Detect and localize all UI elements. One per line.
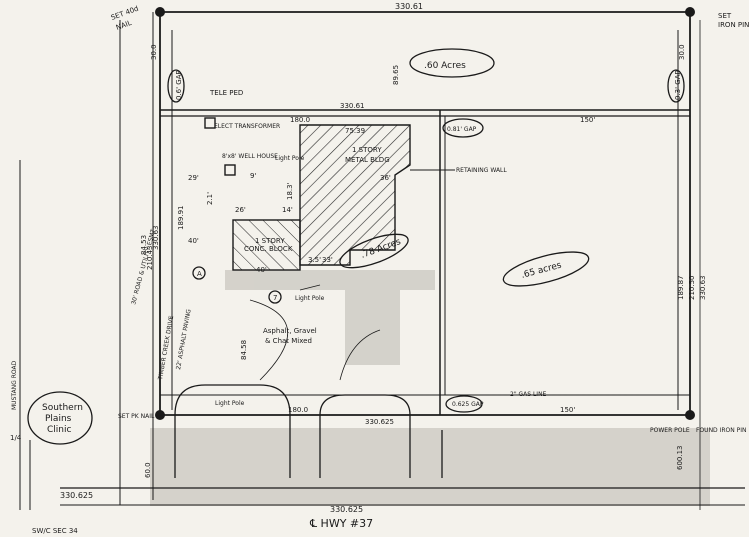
dim-89: 89.65	[392, 65, 400, 85]
circle-a-label: A	[197, 270, 202, 278]
circle-7	[268, 290, 282, 304]
bottom-330-mid: 330.625	[365, 418, 394, 426]
transformer-label: ELECT TRANSFORMER	[214, 123, 280, 130]
parking-strip	[225, 270, 435, 290]
pavement-areas	[150, 270, 710, 506]
metal-building	[299, 124, 411, 266]
transformer-box	[204, 117, 216, 129]
gap-mid: 0.81' GAP	[447, 126, 477, 133]
circle-7-label: 7	[273, 294, 277, 302]
monument-nw	[155, 7, 165, 17]
pk-nail-label: SET PK NAIL	[118, 413, 155, 420]
gap-tr: 0.3' GAP	[674, 70, 682, 100]
mid-dimension: 330.61	[340, 102, 365, 110]
dim-26: 26'	[235, 206, 246, 214]
acres-top: .60 Acres	[424, 61, 466, 71]
annotation-bubbles	[27, 48, 685, 445]
section-corner: SW/C SEC 34	[32, 527, 78, 535]
retaining-wall-label: RETAINING WALL	[456, 167, 507, 174]
dim-3: 3.5'	[308, 256, 321, 264]
dim-29: 29'	[188, 174, 199, 182]
building-width: 75.39	[345, 127, 365, 135]
clinic-label-3: Clinic	[47, 425, 71, 435]
dim-150-bottom: 150'	[560, 406, 575, 414]
well-house	[224, 164, 236, 176]
monument-ne	[685, 7, 695, 17]
tele-ped: TELE PED	[209, 89, 243, 97]
right-189: 189.87	[677, 276, 685, 301]
monuments	[155, 7, 695, 420]
dim-180-top: 180.0	[290, 116, 310, 124]
bubble-gap-tr	[667, 69, 685, 103]
bubble-gap-bot	[445, 395, 483, 413]
misc-lines	[249, 169, 640, 396]
bubble-acres-mid	[339, 233, 409, 269]
dim-18: 18.3'	[286, 182, 294, 200]
gap-tl: 0.6' GAP	[175, 70, 183, 100]
conc-label-1: 1 STORY	[255, 237, 285, 245]
iron-pin-label-2: IRON PIN	[718, 21, 749, 29]
asphalt-patch	[345, 285, 400, 365]
section-label: 1/4	[10, 434, 22, 442]
dim-30-right: 30.0	[678, 44, 686, 60]
conc-label-2: CONC. BLOCK	[244, 245, 293, 253]
dim-189: 189.91	[177, 206, 185, 231]
found-iron-pin: FOUND IRON PIN	[696, 427, 747, 434]
monument-se	[685, 410, 695, 420]
power-pole-label: POWER POLE	[650, 427, 690, 434]
bubble-acres-top	[409, 48, 495, 78]
well-house-label: 8'x8' WELL HOUSE	[222, 153, 278, 160]
bubble-clinic	[27, 391, 93, 445]
gas-line-label: 2" GAS LINE	[510, 391, 547, 398]
dim-180-bottom: 180.0	[288, 406, 308, 414]
dim-84: 84.58	[240, 340, 248, 360]
bubble-gap-mid	[442, 118, 484, 138]
bubble-gap-tl	[167, 69, 185, 103]
highway-label: ℄ HWY #37	[309, 517, 373, 530]
top-dimension: 330.61	[395, 2, 423, 11]
asphalt-label-2: & Chat Mixed	[265, 337, 312, 345]
buildings	[204, 117, 411, 271]
driveways	[174, 384, 443, 478]
light-pole-label-3: Light Pole	[215, 400, 245, 407]
dim-2: 2.1'	[206, 192, 214, 205]
dim-40b: 40'	[188, 237, 199, 245]
light-pole-label-1: Light Pole	[275, 155, 305, 162]
dim-600: 600.13	[676, 446, 684, 471]
right-210: 210.50	[688, 276, 696, 301]
dim-60: 60.0	[144, 462, 152, 478]
dim-150-top: 150'	[580, 116, 595, 124]
bubble-acres-right	[502, 251, 590, 287]
circle-a	[192, 266, 206, 280]
monument-sw	[155, 410, 165, 420]
concrete-block-building	[232, 219, 301, 271]
dim-40: 40'	[256, 266, 267, 274]
dim-30-left: 30.0	[150, 44, 158, 60]
dim-210: 210.43	[146, 246, 154, 271]
gap-bottom: 0.625 GAP	[452, 401, 484, 408]
highway-pavement	[150, 428, 710, 506]
dim-14: 14'	[282, 206, 293, 214]
light-pole-label-2: Light Pole	[295, 295, 325, 302]
asphalt-label-1: Asphalt, Gravel	[263, 327, 317, 335]
right-330: 330.63	[699, 276, 707, 301]
iron-pin-label: SET	[718, 12, 732, 20]
dim-9: 9'	[250, 172, 256, 180]
clinic-label-2: Plains	[45, 414, 72, 424]
bottom-330-left: 330.625	[60, 491, 93, 500]
mustang-road: MUSTANG ROAD	[11, 360, 18, 410]
clinic-label-1: Southern	[42, 403, 83, 413]
dim-330-left: 330.63	[152, 226, 160, 251]
metal-building-label-1: 1 STORY	[352, 146, 382, 154]
dim-36: 36'	[380, 174, 391, 182]
dim-33: 33'	[322, 256, 333, 264]
metal-building-label-2: METAL BLDG	[345, 156, 390, 164]
dim-87: 84.53	[140, 235, 148, 255]
property-boundary	[19, 11, 745, 510]
bottom-330-road: 330.625	[330, 505, 363, 514]
